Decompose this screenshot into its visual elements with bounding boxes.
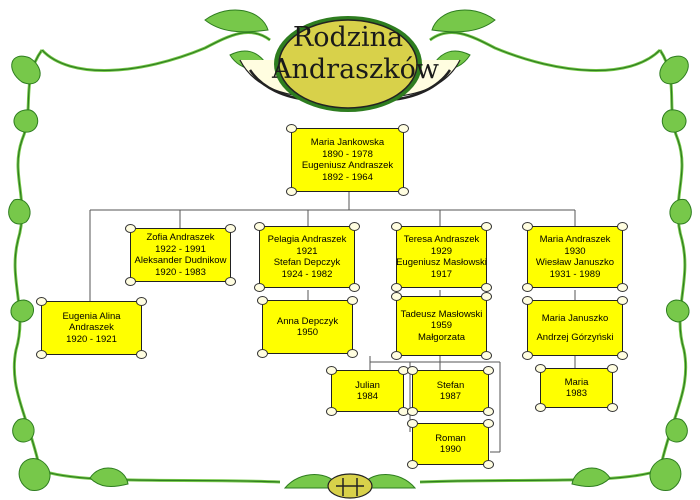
person-box-anna: Anna Depczyk 1950 — [257, 296, 358, 358]
person-line: Maria Andraszek — [539, 234, 611, 245]
person-line: Eugeniusz Masłowski — [396, 257, 487, 268]
person-line: 1950 — [296, 327, 319, 338]
person-line: 1924 - 1982 — [281, 268, 333, 280]
person-box-zofia: Zofia Andraszek 1922 - 1991 Aleksander D… — [125, 224, 236, 286]
title-line-1: Rodzina — [292, 22, 404, 53]
person-line: Andraszek — [69, 322, 114, 334]
person-line: Eugeniusz Andraszek — [301, 160, 394, 171]
person-line: Eugenia Alina — [62, 310, 121, 322]
person-box-maria-corka: Maria 1983 — [535, 364, 618, 412]
person-line: 1921 — [296, 245, 318, 257]
person-line: 1920 - 1921 — [66, 333, 117, 345]
person-line: Maria Januszko — [541, 312, 609, 324]
person-line: Julian — [355, 379, 380, 391]
person-line: 1984 — [356, 391, 379, 402]
person-line: 1920 - 1983 — [155, 266, 206, 278]
person-box-stefan: Stefan 1987 — [407, 366, 494, 416]
person-line: 1922 - 1991 — [155, 243, 206, 255]
person-line: 1917 — [430, 268, 453, 280]
person-line: Anna Depczyk — [276, 315, 339, 327]
person-line: 1990 — [439, 444, 462, 455]
person-line: 1930 — [564, 245, 586, 257]
person-line: Maria Jankowska — [310, 137, 385, 148]
person-line: 1959 — [430, 320, 453, 332]
person-box-maria-andraszek: Maria Andraszek 1930 Wiesław Januszko 19… — [522, 222, 628, 292]
person-line: Andrzej Górzyński — [536, 332, 614, 343]
person-line: 1987 — [439, 391, 462, 402]
person-line: 1890 - 1978 — [322, 148, 373, 160]
person-line: 1892 - 1964 — [322, 171, 373, 183]
person-line: Aleksander Dudnikow — [134, 255, 227, 266]
person-box-eugenia: Eugenia Alina Andraszek 1920 - 1921 — [36, 297, 147, 359]
title-line-2: Andraszków — [272, 54, 439, 85]
person-box-julian: Julian 1984 — [326, 366, 409, 416]
person-line: Roman — [435, 432, 466, 444]
person-line: 1929 — [430, 245, 453, 257]
person-box-tadeusz: Tadeusz Masłowski 1959 Małgorzata — [391, 292, 492, 360]
person-box-pelagia: Pelagia Andraszek 1921 Stefan Depczyk 19… — [254, 222, 360, 292]
person-line: Tadeusz Masłowski — [400, 308, 483, 320]
person-line: Wiesław Januszko — [535, 257, 615, 268]
person-box-roman: Roman 1990 — [407, 419, 494, 469]
person-line: Zofia Andraszek — [146, 232, 215, 243]
person-box-maria-jankowska: Maria Jankowska 1890 - 1978 Eugeniusz An… — [286, 124, 409, 196]
person-line: 1931 - 1989 — [549, 268, 601, 280]
person-line: 1983 — [565, 388, 588, 399]
person-line: Maria — [564, 376, 589, 388]
person-box-teresa: Teresa Andraszek 1929 Eugeniusz Masłowsk… — [391, 222, 492, 292]
person-line: Pelagia Andraszek — [267, 234, 347, 245]
person-line: Stefan Depczyk — [273, 257, 341, 268]
person-box-maria-januszko: Maria Januszko Andrzej Górzyński — [522, 296, 628, 360]
person-line: Stefan — [436, 379, 465, 391]
person-line: Małgorzata — [418, 331, 465, 343]
person-line: Teresa Andraszek — [403, 234, 480, 245]
